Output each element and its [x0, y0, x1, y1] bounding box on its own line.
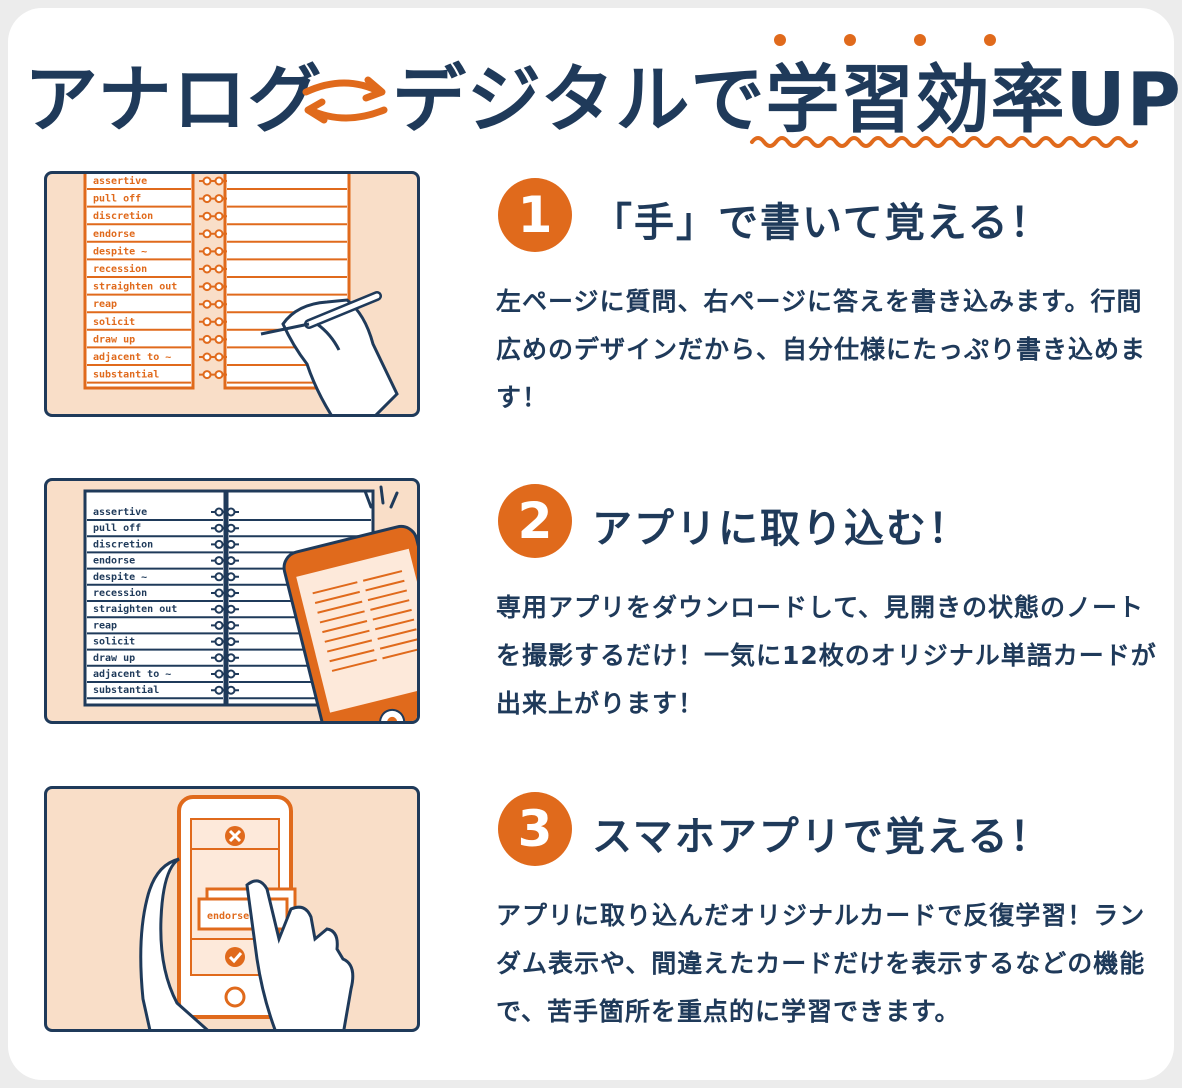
binder-ring: [214, 211, 224, 221]
binder-ring: [214, 653, 224, 663]
notebook-word: substantial: [93, 684, 159, 696]
binder-ring: [214, 282, 224, 292]
illustration-handwriting: assertive pull off discretion endorse despit…: [44, 171, 420, 417]
binder-ring: [214, 588, 224, 598]
emphasis-dots: [774, 34, 996, 46]
binder-ring: [214, 370, 224, 380]
step-3-description: アプリに取り込んだオリジナルカードで反復学習！ランダム表示や、間違えたカードだけ…: [496, 901, 1146, 1026]
binder-ring: [214, 264, 224, 274]
notebook-word: adjacent to ~: [93, 351, 171, 363]
notebook-word: despite ~: [93, 571, 147, 583]
step-3-title: スマホアプリで覚える！: [592, 814, 1052, 860]
notebook-word: discretion: [93, 538, 153, 550]
step-2-title: アプリに取り込む！: [592, 506, 970, 552]
illustration-capture: assertive pull off discretion endorse despit…: [44, 478, 420, 724]
exchange-arrows-icon: [302, 76, 388, 124]
binder-ring: [226, 507, 236, 517]
binder-ring: [214, 620, 224, 630]
binder-ring: [214, 637, 224, 647]
binder-ring: [202, 264, 212, 274]
card-word: endorse: [207, 911, 249, 922]
smartphone-icon: [282, 524, 417, 721]
binder-ring: [226, 653, 236, 663]
notebook-word: pull off: [93, 194, 141, 205]
hand-icon: [281, 298, 399, 414]
binder-ring: [214, 539, 224, 549]
notebook-word: recession: [93, 587, 147, 599]
binder-ring: [202, 370, 212, 380]
binder-ring: [226, 637, 236, 647]
notebook-word: recession: [93, 263, 147, 275]
binder-ring: [202, 176, 212, 186]
notebook-word: substantial: [93, 369, 159, 381]
binder-ring: [214, 604, 224, 614]
notebook-word: straighten out: [93, 281, 177, 293]
notebook-word: solicit: [93, 316, 135, 328]
binder-ring: [226, 539, 236, 549]
binder-ring: [202, 317, 212, 327]
binder-ring: [202, 246, 212, 256]
step-3-badge: 3: [498, 792, 572, 866]
notebook-word: straighten out: [93, 603, 177, 615]
binder-ring: [214, 317, 224, 327]
binder-ring: [226, 604, 236, 614]
binder-ring: [202, 282, 212, 292]
binder-ring: [214, 685, 224, 695]
check-icon: [225, 947, 245, 967]
binder-ring: [226, 588, 236, 598]
home-button-icon: [224, 986, 246, 1008]
title-digital: デジタルで学習効率UP: [392, 57, 1182, 143]
binder-ring: [214, 246, 224, 256]
binder-ring: [226, 523, 236, 533]
step-2-badge: 2: [498, 484, 572, 558]
notebook-word: reap: [93, 620, 117, 631]
binder-ring: [226, 572, 236, 582]
notebook-word: pull off: [93, 523, 141, 534]
page-title: アナログ デジタルで学習効率UP: [0, 28, 1182, 158]
step-1-description: 左ページに質問、右ページに答えを書き込みます。行間広めのデザインだから、自分仕様…: [496, 287, 1147, 412]
binder-ring: [214, 194, 224, 204]
step-1-title: 「手」で書いて覚える！: [592, 200, 1052, 246]
notebook-word: solicit: [93, 636, 135, 648]
notebook-word: endorse: [93, 229, 135, 240]
notebook-word: adjacent to ~: [93, 668, 171, 680]
binder-ring: [214, 176, 224, 186]
notebook-word: discretion: [93, 210, 153, 222]
binder-ring: [202, 352, 212, 362]
binder-ring: [226, 685, 236, 695]
emphasis-wave-underline: [750, 136, 1138, 148]
binder-ring: [202, 299, 212, 309]
step-2-description: 専用アプリをダウンロードして、見開きの状態のノートを撮影するだけ！一気に12枚の…: [496, 593, 1157, 718]
binder-ring: [202, 229, 212, 239]
notebook-word: despite ~: [93, 245, 147, 257]
binder-ring: [226, 620, 236, 630]
binder-ring: [214, 669, 224, 679]
binder-ring: [214, 556, 224, 566]
binder-ring: [214, 229, 224, 239]
binder-ring: [214, 334, 224, 344]
illustration-app-study: endorse: [44, 786, 420, 1032]
notebook-word: assertive: [93, 506, 147, 518]
binder-ring: [202, 194, 212, 204]
binder-ring: [214, 572, 224, 582]
binder-ring: [226, 669, 236, 679]
notebook-word: reap: [93, 299, 117, 310]
binder-ring: [214, 507, 224, 517]
title-analog: アナログ: [24, 57, 323, 143]
step-1-badge: 1: [498, 178, 572, 252]
binder-ring: [202, 211, 212, 221]
binder-ring: [214, 523, 224, 533]
notebook-word: assertive: [93, 175, 147, 187]
binder-ring: [226, 556, 236, 566]
notebook-word: draw up: [93, 653, 135, 664]
binder-ring: [214, 299, 224, 309]
notebook-word: endorse: [93, 556, 135, 567]
binder-ring: [202, 334, 212, 344]
binder-ring: [214, 352, 224, 362]
notebook-word: draw up: [93, 334, 135, 345]
